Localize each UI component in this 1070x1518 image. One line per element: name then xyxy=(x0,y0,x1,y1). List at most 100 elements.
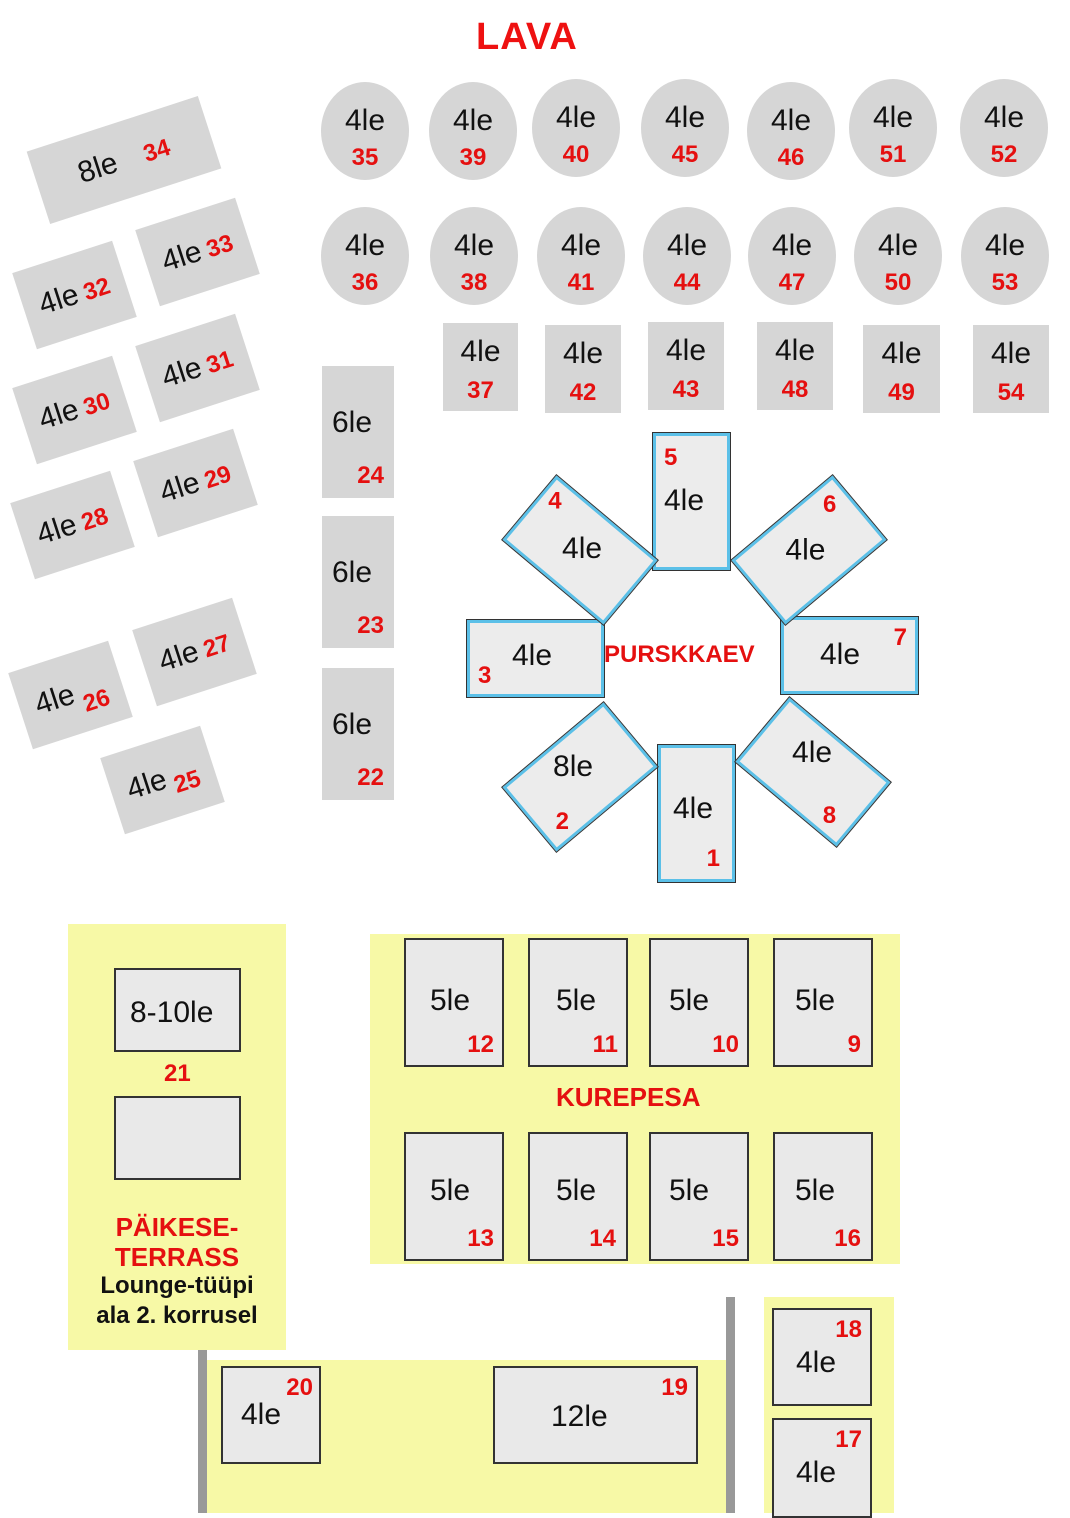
table-capacity: 5le xyxy=(430,984,471,1017)
table-capacity: 6le xyxy=(332,556,373,589)
table-number: 15 xyxy=(712,1225,739,1252)
table-number: 36 xyxy=(351,269,379,296)
table-number: 50 xyxy=(884,269,912,296)
table-capacity: 4le xyxy=(344,229,386,262)
table-number: 40 xyxy=(562,141,590,168)
table-capacity: 4le xyxy=(785,533,826,567)
table-capacity: 5le xyxy=(430,1174,471,1207)
table-26[interactable]: 4le26 xyxy=(8,640,133,750)
table-number: 6 xyxy=(822,491,837,519)
terrace-desc-line2: ala 2. korrusel xyxy=(96,1302,258,1329)
terrace-title-line2: TERRASS xyxy=(114,1242,240,1272)
table-number: 41 xyxy=(567,269,595,296)
table-32[interactable]: 4le32 xyxy=(12,240,137,350)
table-capacity: 4le xyxy=(664,101,706,134)
table-capacity: 4le xyxy=(877,229,919,262)
table-capacity: 4le xyxy=(34,277,83,322)
table-33[interactable]: 4le33 xyxy=(135,197,260,307)
terrace-title-line1: PÄIKESE- xyxy=(115,1212,239,1242)
table-capacity: 5le xyxy=(556,984,597,1017)
table-capacity: 4le xyxy=(157,350,206,395)
table-capacity: 4le xyxy=(460,335,501,368)
table-number: 27 xyxy=(199,629,234,664)
table-number: 48 xyxy=(781,376,809,403)
table-21-extension[interactable] xyxy=(114,1096,241,1180)
table-capacity: 5le xyxy=(795,1174,836,1207)
table-30[interactable]: 4le30 xyxy=(12,355,137,465)
table-25[interactable]: 4le25 xyxy=(100,725,225,835)
table-number: 20 xyxy=(286,1374,313,1401)
table-capacity: 4le xyxy=(34,392,83,437)
table-number: 52 xyxy=(990,141,1018,168)
table-number: 3 xyxy=(478,662,492,689)
table-number: 32 xyxy=(79,272,114,307)
table-6[interactable]: 6 4le xyxy=(730,473,888,627)
table-3[interactable]: 4le 3 xyxy=(466,619,605,698)
table-capacity: 4le xyxy=(983,101,1025,134)
table-number: 43 xyxy=(672,376,700,403)
table-number: 33 xyxy=(202,229,237,264)
table-capacity: 4le xyxy=(453,229,495,262)
table-capacity: 4le xyxy=(512,639,553,672)
table-29[interactable]: 4le29 xyxy=(133,428,258,538)
table-number: 8 xyxy=(822,801,836,829)
table-27[interactable]: 4le27 xyxy=(132,597,257,707)
table-capacity: 5le xyxy=(795,984,836,1017)
table-capacity: 4le xyxy=(241,1398,282,1431)
table-28[interactable]: 4le28 xyxy=(10,470,135,580)
table-number: 37 xyxy=(467,377,494,404)
stage-label: LAVA xyxy=(476,16,578,58)
table-number: 5 xyxy=(664,444,678,471)
table-number: 25 xyxy=(170,764,205,799)
table-capacity: 4le xyxy=(796,1456,837,1489)
table-capacity: 4le xyxy=(872,101,914,134)
table-number: 4 xyxy=(548,487,562,515)
table-21[interactable]: 8-10le xyxy=(114,968,241,1052)
table-number: 54 xyxy=(997,379,1025,406)
table-capacity: 4le xyxy=(881,337,922,370)
table-31[interactable]: 4le31 xyxy=(135,313,260,423)
